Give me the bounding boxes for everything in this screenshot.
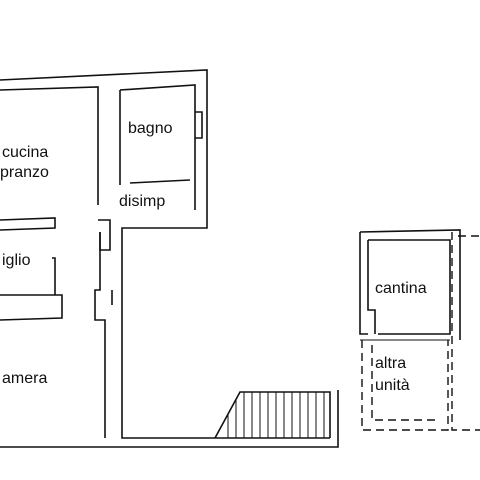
label-pranzo: pranzo — [0, 164, 49, 181]
altra-unita-dashed — [361, 232, 480, 431]
label-bagno: bagno — [128, 120, 173, 137]
apartment-walls — [0, 69, 339, 448]
label-altra: altra — [375, 355, 406, 372]
label-cantina: cantina — [375, 280, 427, 297]
label-ripostiglio: iglio — [2, 252, 31, 269]
label-disimp: disimp — [119, 193, 165, 210]
label-cucina: cucina — [2, 144, 48, 161]
cantina-walls — [359, 229, 461, 341]
staircase — [214, 391, 331, 439]
label-camera: amera — [2, 370, 47, 387]
label-unita: unità — [375, 377, 410, 394]
